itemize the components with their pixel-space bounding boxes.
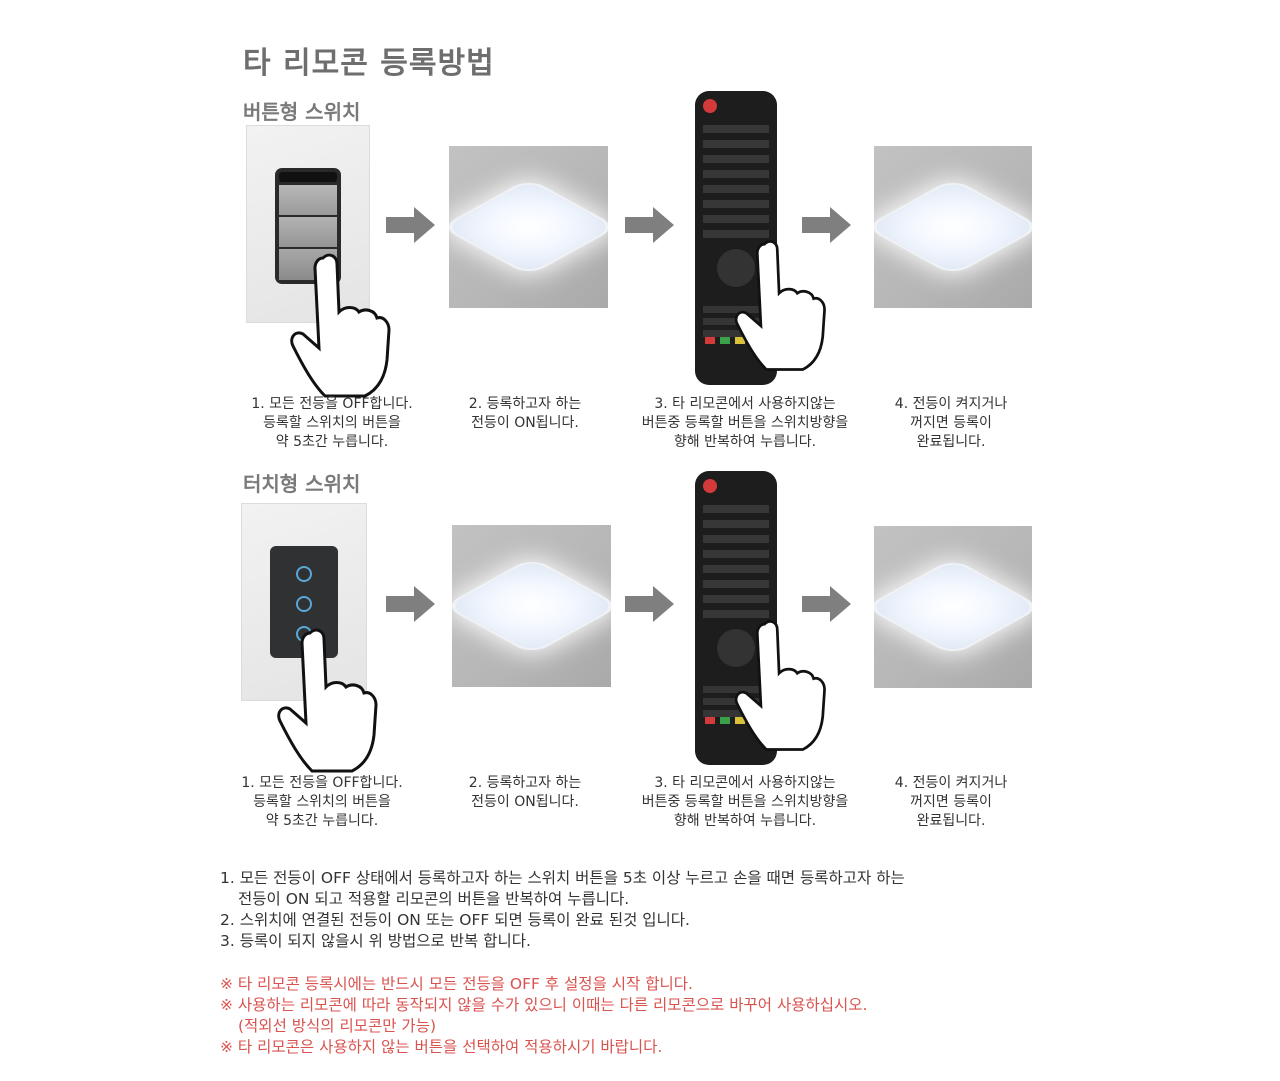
ceiling-lamp-icon [874, 561, 1032, 653]
lamp-on-photo [452, 525, 611, 687]
warning-item: ※ 타 리모콘 등록시에는 반드시 모든 전등을 OFF 후 설정을 시작 합니… [220, 975, 693, 993]
pointing-hand-icon [277, 628, 378, 773]
warning-item: (적외선 방식의 리모콘만 가능) [238, 1017, 436, 1035]
right-arrow-icon [802, 207, 851, 243]
step-caption: 3. 타 리모콘에서 사용하지않는 버튼중 등록할 버튼을 스위치방향을 향해 … [641, 396, 849, 450]
pointing-hand-icon [290, 253, 391, 398]
step-caption: 3. 타 리모콘에서 사용하지않는 버튼중 등록할 버튼을 스위치방향을 향해 … [641, 775, 849, 829]
pointing-hand-icon [734, 240, 826, 371]
warning-item: ※ 타 리모콘은 사용하지 않는 버튼을 선택하여 적용하시기 바랍니다. [220, 1038, 663, 1056]
step-caption: 2. 등록하고자 하는 전등이 ON됩니다. [468, 396, 582, 431]
button-switch-photo [246, 125, 370, 323]
instruction-item: 전등이 ON 되고 적용할 리모콘의 버튼을 반복하여 누릅니다. [238, 890, 630, 908]
instruction-item: 3. 등록이 되지 않을시 위 방법으로 반복 합니다. [220, 932, 531, 950]
right-arrow-icon [386, 586, 435, 622]
instruction-item: 1. 모든 전등이 OFF 상태에서 등록하고자 하는 스위치 버튼을 5초 이… [220, 869, 905, 887]
right-arrow-icon [625, 207, 674, 243]
ceiling-lamp-icon [452, 560, 611, 652]
touch-section-title: 터치형 스위치 [243, 472, 361, 496]
warning-item: ※ 사용하는 리모콘에 따라 동작되지 않을 수가 있으니 이때는 다른 리모콘… [220, 996, 868, 1014]
instruction-item: 2. 스위치에 연결된 전등이 ON 또는 OFF 되면 등록이 완료 된것 입… [220, 911, 690, 929]
step-caption: 2. 등록하고자 하는 전등이 ON됩니다. [468, 775, 582, 810]
step-caption: 1. 모든 전등을 OFF합니다. 등록할 스위치의 버튼을 약 5초간 누릅니… [241, 775, 403, 829]
page-title: 타 리모콘 등록방법 [243, 46, 495, 81]
button-switch-panel [275, 168, 341, 284]
instructions-list: 1. 모든 전등이 OFF 상태에서 등록하고자 하는 스위치 버튼을 5초 이… [220, 868, 1070, 952]
button-section-title: 버튼형 스위치 [243, 100, 361, 124]
right-arrow-icon [625, 586, 674, 622]
pointing-hand-icon [734, 620, 826, 751]
step-caption: 4. 전등이 켜지거나 꺼지면 등록이 완료됩니다. [894, 396, 1008, 450]
step-caption: 4. 전등이 켜지거나 꺼지면 등록이 완료됩니다. [894, 775, 1008, 829]
lamp-complete-photo [874, 146, 1032, 308]
right-arrow-icon [386, 207, 435, 243]
lamp-on-photo [449, 146, 608, 308]
warnings-list: ※ 타 리모콘 등록시에는 반드시 모든 전등을 OFF 후 설정을 시작 합니… [220, 974, 1070, 1058]
right-arrow-icon [802, 586, 851, 622]
lamp-complete-photo [874, 526, 1032, 688]
ceiling-lamp-icon [874, 181, 1032, 273]
step-caption: 1. 모든 전등을 OFF합니다. 등록할 스위치의 버튼을 약 5초간 누릅니… [251, 396, 413, 450]
ceiling-lamp-icon [449, 181, 608, 273]
